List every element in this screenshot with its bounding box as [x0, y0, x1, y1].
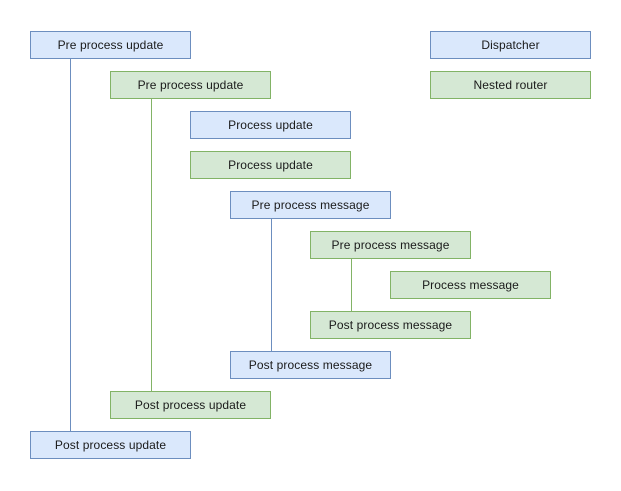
- node-label: Pre process update: [137, 78, 244, 92]
- node-post-process-message-dispatcher[interactable]: Post process message: [230, 351, 391, 379]
- legend-item-label: Dispatcher: [481, 38, 540, 52]
- node-label: Post process update: [134, 398, 247, 412]
- node-label: Process message: [422, 278, 519, 292]
- connector-pre-process-update-to-post-process-update: [151, 99, 152, 391]
- node-process-update-dispatcher[interactable]: Process update: [190, 111, 351, 139]
- node-label: Post process message: [248, 358, 373, 372]
- legend-item-nested-router[interactable]: Nested router: [430, 71, 591, 99]
- node-label: Pre process message: [251, 198, 370, 212]
- node-label: Post process update: [54, 438, 167, 452]
- connector-pre-process-update-to-post-process-update: [70, 59, 71, 431]
- node-post-process-update-dispatcher[interactable]: Post process update: [30, 431, 191, 459]
- node-process-message-router[interactable]: Process message: [390, 271, 551, 299]
- node-label: Post process message: [328, 318, 453, 332]
- node-label: Process update: [228, 118, 313, 132]
- legend-item-label: Nested router: [473, 78, 548, 92]
- node-label: Process update: [228, 158, 313, 172]
- node-pre-process-message-router[interactable]: Pre process message: [310, 231, 471, 259]
- node-pre-process-update-router[interactable]: Pre process update: [110, 71, 271, 99]
- connector-pre-process-message-to-post-process-message: [351, 259, 352, 311]
- node-process-update-router[interactable]: Process update: [190, 151, 351, 179]
- node-pre-process-update-dispatcher[interactable]: Pre process update: [30, 31, 191, 59]
- node-post-process-message-router[interactable]: Post process message: [310, 311, 471, 339]
- node-post-process-update-router[interactable]: Post process update: [110, 391, 271, 419]
- node-label: Pre process message: [331, 238, 450, 252]
- connector-pre-process-message-to-post-process-message: [271, 219, 272, 351]
- node-pre-process-message-dispatcher[interactable]: Pre process message: [230, 191, 391, 219]
- legend-item-dispatcher[interactable]: Dispatcher: [430, 31, 591, 59]
- node-label: Pre process update: [57, 38, 164, 52]
